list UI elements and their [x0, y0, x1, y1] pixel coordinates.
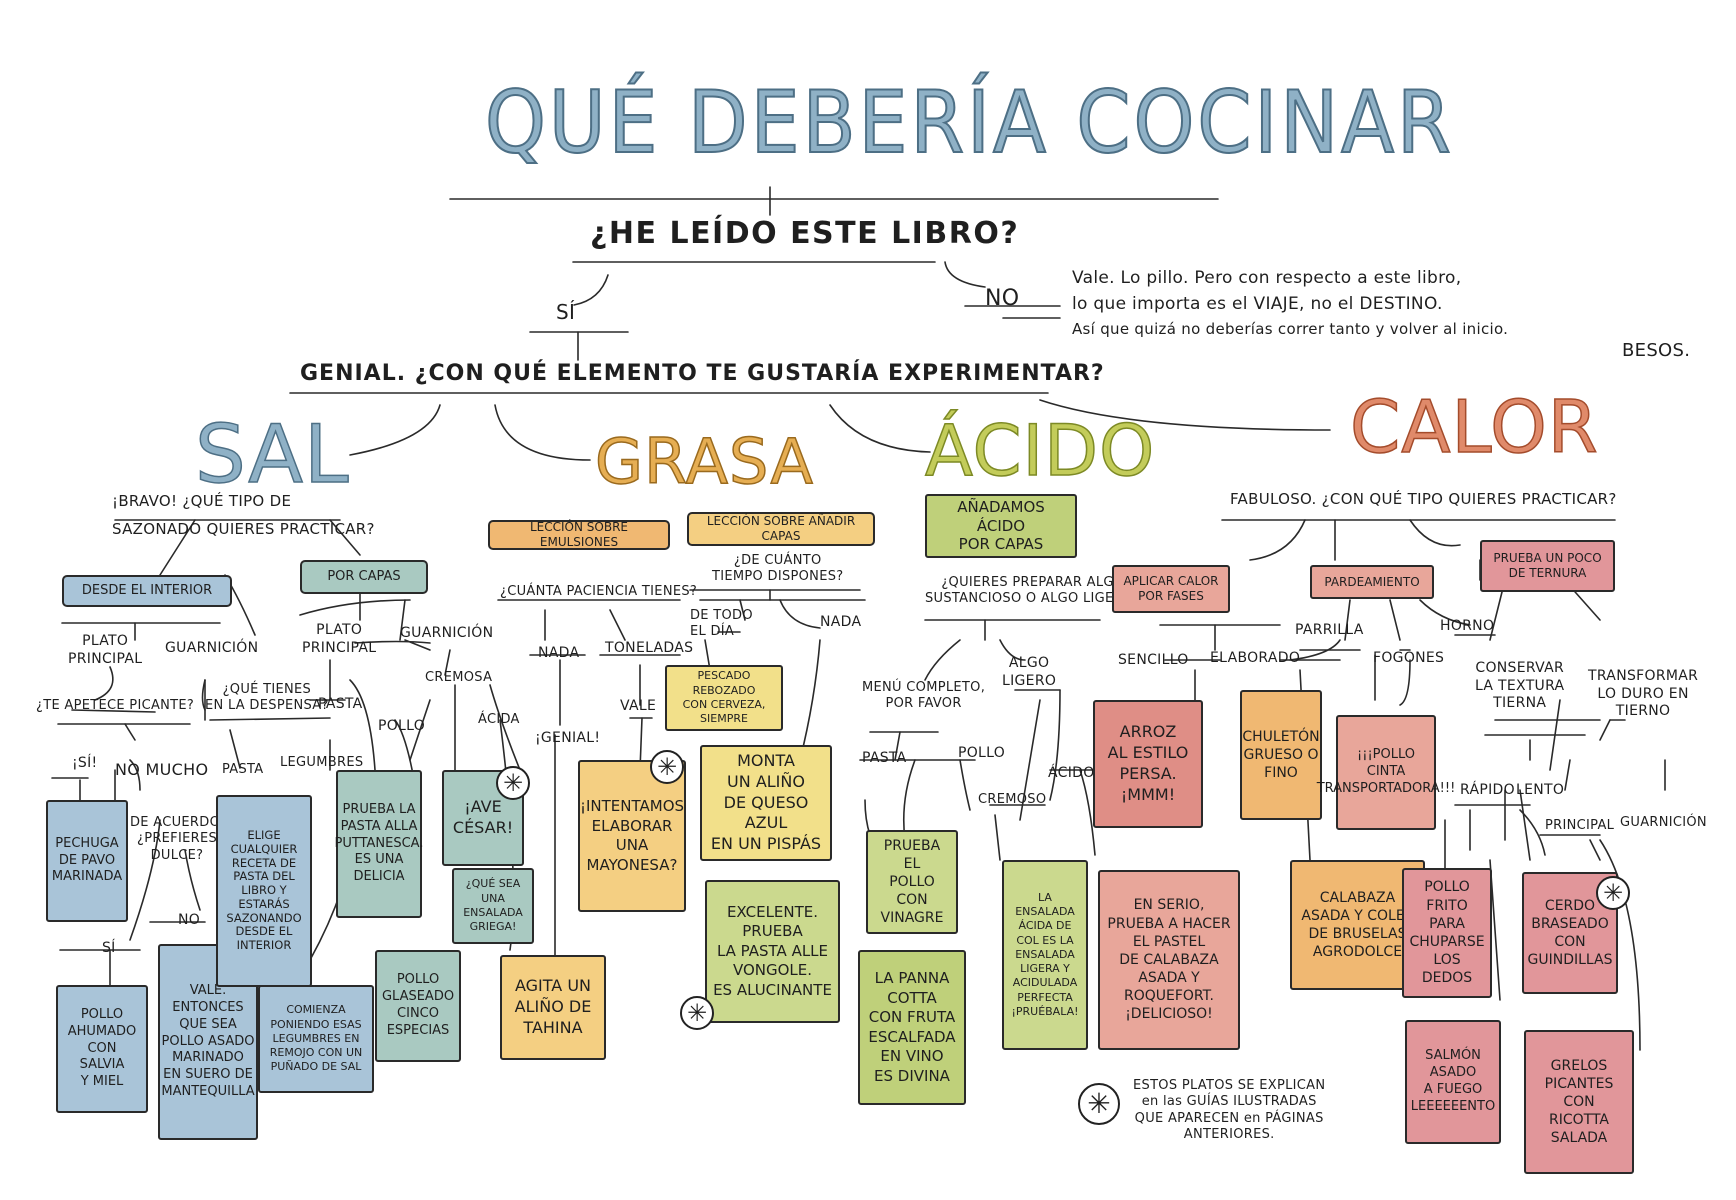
calor-question: FABULOSO. ¿CON QUÉ TIPO QUIERES PRACTICA… — [1230, 490, 1617, 508]
label-plato-principal-2: PLATO PRINCIPAL — [302, 622, 377, 656]
label-pollo-sal: POLLO — [378, 718, 426, 734]
label-genial: ¡GENIAL! — [535, 730, 601, 746]
footnote: ESTOS PLATOS SE EXPLICAN en las GUÍAS IL… — [1133, 1078, 1326, 1142]
star-icon: ✳ — [680, 996, 714, 1030]
sal-question-2: SAZONADO QUIERES PRACTICAR? — [112, 520, 375, 538]
star-icon: ✳ — [496, 766, 530, 800]
label-pasta-sal-2: PASTA — [318, 696, 363, 712]
tag-ternura[interactable]: PRUEBA UN POCO DE TERNURA — [1480, 540, 1615, 592]
card-tahina[interactable]: AGITA UN ALIÑO DE TAHINA — [500, 955, 606, 1060]
label-toneladas: TONELADAS — [605, 640, 694, 656]
no-note-line2: lo que importa es el VIAJE, no el DESTIN… — [1072, 294, 1443, 314]
besos: BESOS. — [1622, 340, 1691, 361]
heading-calor: CALOR — [1349, 384, 1599, 470]
card-ensalada-col[interactable]: LA ENSALADA ÁCIDA DE COL ES LA ENSALADA … — [1002, 860, 1088, 1050]
label-paciencia-q: ¿CUÁNTA PACIENCIA TIENES? — [500, 584, 698, 599]
label-rapido: RÁPIDO — [1460, 782, 1515, 798]
label-despensa-q: ¿QUÉ TIENES EN LA DESPENSA? — [205, 682, 329, 714]
card-puttanesca[interactable]: PRUEBA LA PASTA ALLA PUTTANESCA. ES UNA … — [335, 770, 423, 918]
card-grelos[interactable]: GRELOS PICANTES CON RICOTTA SALADA — [1524, 1030, 1634, 1174]
card-comienza-legumbres[interactable]: COMIENZA PONIENDO ESAS LEGUMBRES EN REMO… — [258, 985, 374, 1093]
tag-pardeamiento[interactable]: PARDEAMIENTO — [1310, 565, 1434, 599]
label-tiempo-q: ¿DE CUÁNTO TIEMPO DISPONES? — [712, 553, 844, 585]
label-elaborado: ELABORADO — [1210, 650, 1301, 666]
heading-acido: ÁCIDO — [924, 409, 1156, 493]
label-pasta-sal: PASTA — [222, 762, 264, 777]
star-icon: ✳ — [1596, 876, 1630, 910]
label-pollo-acido: POLLO — [958, 745, 1006, 761]
card-pollo-ahumado[interactable]: POLLO AHUMADO CON SALVIA Y MIEL — [56, 985, 148, 1113]
tag-emulsiones[interactable]: LECCIÓN SOBRE EMULSIONES — [488, 520, 670, 550]
card-pescado-rebozado[interactable]: PESCADO REBOZADO CON CERVEZA, SIEMPRE — [665, 665, 783, 731]
card-arroz-persa[interactable]: ARROZ AL ESTILO PERSA. ¡MMM! — [1093, 700, 1203, 828]
question-element: GENIAL. ¿CON QUÉ ELEMENTO TE GUSTARÍA EX… — [300, 361, 1105, 386]
star-icon: ✳ — [1078, 1083, 1120, 1125]
heading-grasa: GRASA — [594, 424, 814, 499]
label-guarnicion-calor: GUARNICIÓN — [1620, 815, 1707, 830]
card-chuleton[interactable]: CHULETÓN GRUESO O FINO — [1240, 690, 1322, 820]
answer-si: SÍ — [556, 300, 576, 324]
label-acido-q: ¿QUIERES PREPARAR ALGO SUSTANCIOSO O ALG… — [925, 575, 1140, 607]
tag-aplicar-calor[interactable]: APLICAR CALOR POR FASES — [1112, 565, 1230, 613]
label-no-dulce: NO — [178, 912, 201, 928]
card-queso-azul[interactable]: MONTA UN ALIÑO DE QUESO AZUL EN UN PISPÁ… — [700, 745, 832, 861]
label-nada-tiempo: NADA — [820, 614, 862, 630]
label-parrilla: PARRILLA — [1295, 622, 1364, 638]
tag-anadir-capas[interactable]: LECCIÓN SOBRE AÑADIR CAPAS — [687, 512, 875, 546]
label-transformar: TRANSFORMAR LO DURO EN TIERNO — [1588, 668, 1699, 719]
label-todo-el-dia: DE TODO EL DÍA — [690, 608, 753, 640]
label-plato-principal-1: PLATO PRINCIPAL — [68, 633, 143, 667]
card-salmon[interactable]: SALMÓN ASADO A FUEGO LEEEEEENTO — [1405, 1020, 1501, 1144]
label-si-dulce: SÍ — [102, 940, 116, 956]
label-legumbres: LEGUMBRES — [280, 755, 364, 770]
page-title: QUÉ DEBERÍA COCINAR — [484, 73, 1454, 173]
label-lento: LENTO — [1516, 782, 1565, 798]
heading-sal: SAL — [194, 407, 350, 502]
card-pechuga-pavo[interactable]: PECHUGA DE PAVO MARINADA — [46, 800, 128, 922]
label-algo-ligero: ALGO LIGERO — [1002, 655, 1057, 689]
label-pasta-acido: PASTA — [862, 750, 907, 766]
tag-desde-el-interior[interactable]: DESDE EL INTERIOR — [62, 575, 232, 607]
label-cremoso: CREMOSO — [978, 792, 1047, 807]
sal-question-1: ¡BRAVO! ¿QUÉ TIPO de — [112, 492, 292, 510]
star-icon: ✳ — [650, 750, 684, 784]
no-note-line3: Así que quizá no deberías correr tanto y… — [1072, 320, 1509, 338]
label-si-picante: ¡SÍ! — [72, 755, 98, 771]
card-pasta-vongole[interactable]: EXCELENTE. PRUEBA LA PASTA ALLE VONGOLE.… — [705, 880, 840, 1023]
label-acida: ÁCIDA — [478, 712, 520, 727]
label-no-mucho: NO MUCHO — [115, 760, 209, 779]
card-ensalada-griega[interactable]: ¿QUÉ SEA UNA ENSALADA GRIEGA! — [452, 868, 534, 944]
card-elige-pasta[interactable]: ELIGE CUALQUIER RECETA DE PASTA DEL LIBR… — [216, 795, 312, 987]
label-dulce-q: DE ACUERDO. ¿PREFIERES DULCE? — [130, 815, 225, 863]
label-horno: HORNO — [1440, 618, 1495, 634]
label-guarnicion-1: GUARNICIÓN — [165, 640, 259, 656]
label-fogones: FOGONES — [1373, 650, 1445, 666]
label-guarnicion-2: GUARNICIÓN — [400, 625, 494, 641]
tag-anadamos-acido[interactable]: AÑADAMOS ÁCIDO POR CAPAS — [925, 494, 1077, 558]
label-menu-completo: MENÚ COMPLETO, POR FAVOR — [862, 680, 986, 712]
label-nada-grasa: NADA — [538, 645, 580, 661]
label-picante-q: ¿TE APETECE PICANTE? — [36, 698, 195, 713]
card-pollo-frito[interactable]: POLLO FRITO PARA CHUPARSE LOS DEDOS — [1402, 868, 1492, 998]
label-sencillo: SENCILLO — [1118, 652, 1189, 668]
tag-por-capas-sal[interactable]: POR CAPAS — [300, 560, 428, 594]
card-pastel-calabaza[interactable]: EN SERIO, PRUEBA A HACER EL PASTEL DE CA… — [1098, 870, 1240, 1050]
label-acido-sub: ÁCIDO — [1048, 765, 1095, 781]
card-pollo-asado-mantequilla[interactable]: VALE. ENTONCES QUE SEA POLLO ASADO MARIN… — [158, 944, 258, 1140]
label-vale: VALE — [620, 698, 657, 714]
card-mayonesa[interactable]: ¡INTENTAMOS ELABORAR UNA MAYONESA? — [578, 760, 686, 912]
card-pollo-vinagre[interactable]: PRUEBA EL POLLO CON VINAGRE — [866, 830, 958, 934]
card-pollo-glaseado[interactable]: POLLO GLASEADO CINCO ESPECIAS — [375, 950, 461, 1062]
label-conservar: CONSERVAR LA TEXTURA TIERNA — [1475, 660, 1565, 711]
answer-no: NO — [985, 286, 1020, 311]
label-principal: PRINCIPAL — [1545, 818, 1615, 833]
card-panna-cotta[interactable]: LA PANNA COTTA CON FRUTA ESCALFADA EN VI… — [858, 950, 966, 1105]
question-read-book: ¿HE LEÍDO ESTE LIBRO? — [590, 216, 1020, 251]
label-cremosa: CREMOSA — [425, 670, 493, 685]
no-note-line1: Vale. Lo pillo. Pero con respecto a este… — [1072, 268, 1462, 288]
card-pollo-cinta[interactable]: ¡¡¡POLLO CINTA TRANSPORTADORA!!! — [1317, 715, 1455, 830]
